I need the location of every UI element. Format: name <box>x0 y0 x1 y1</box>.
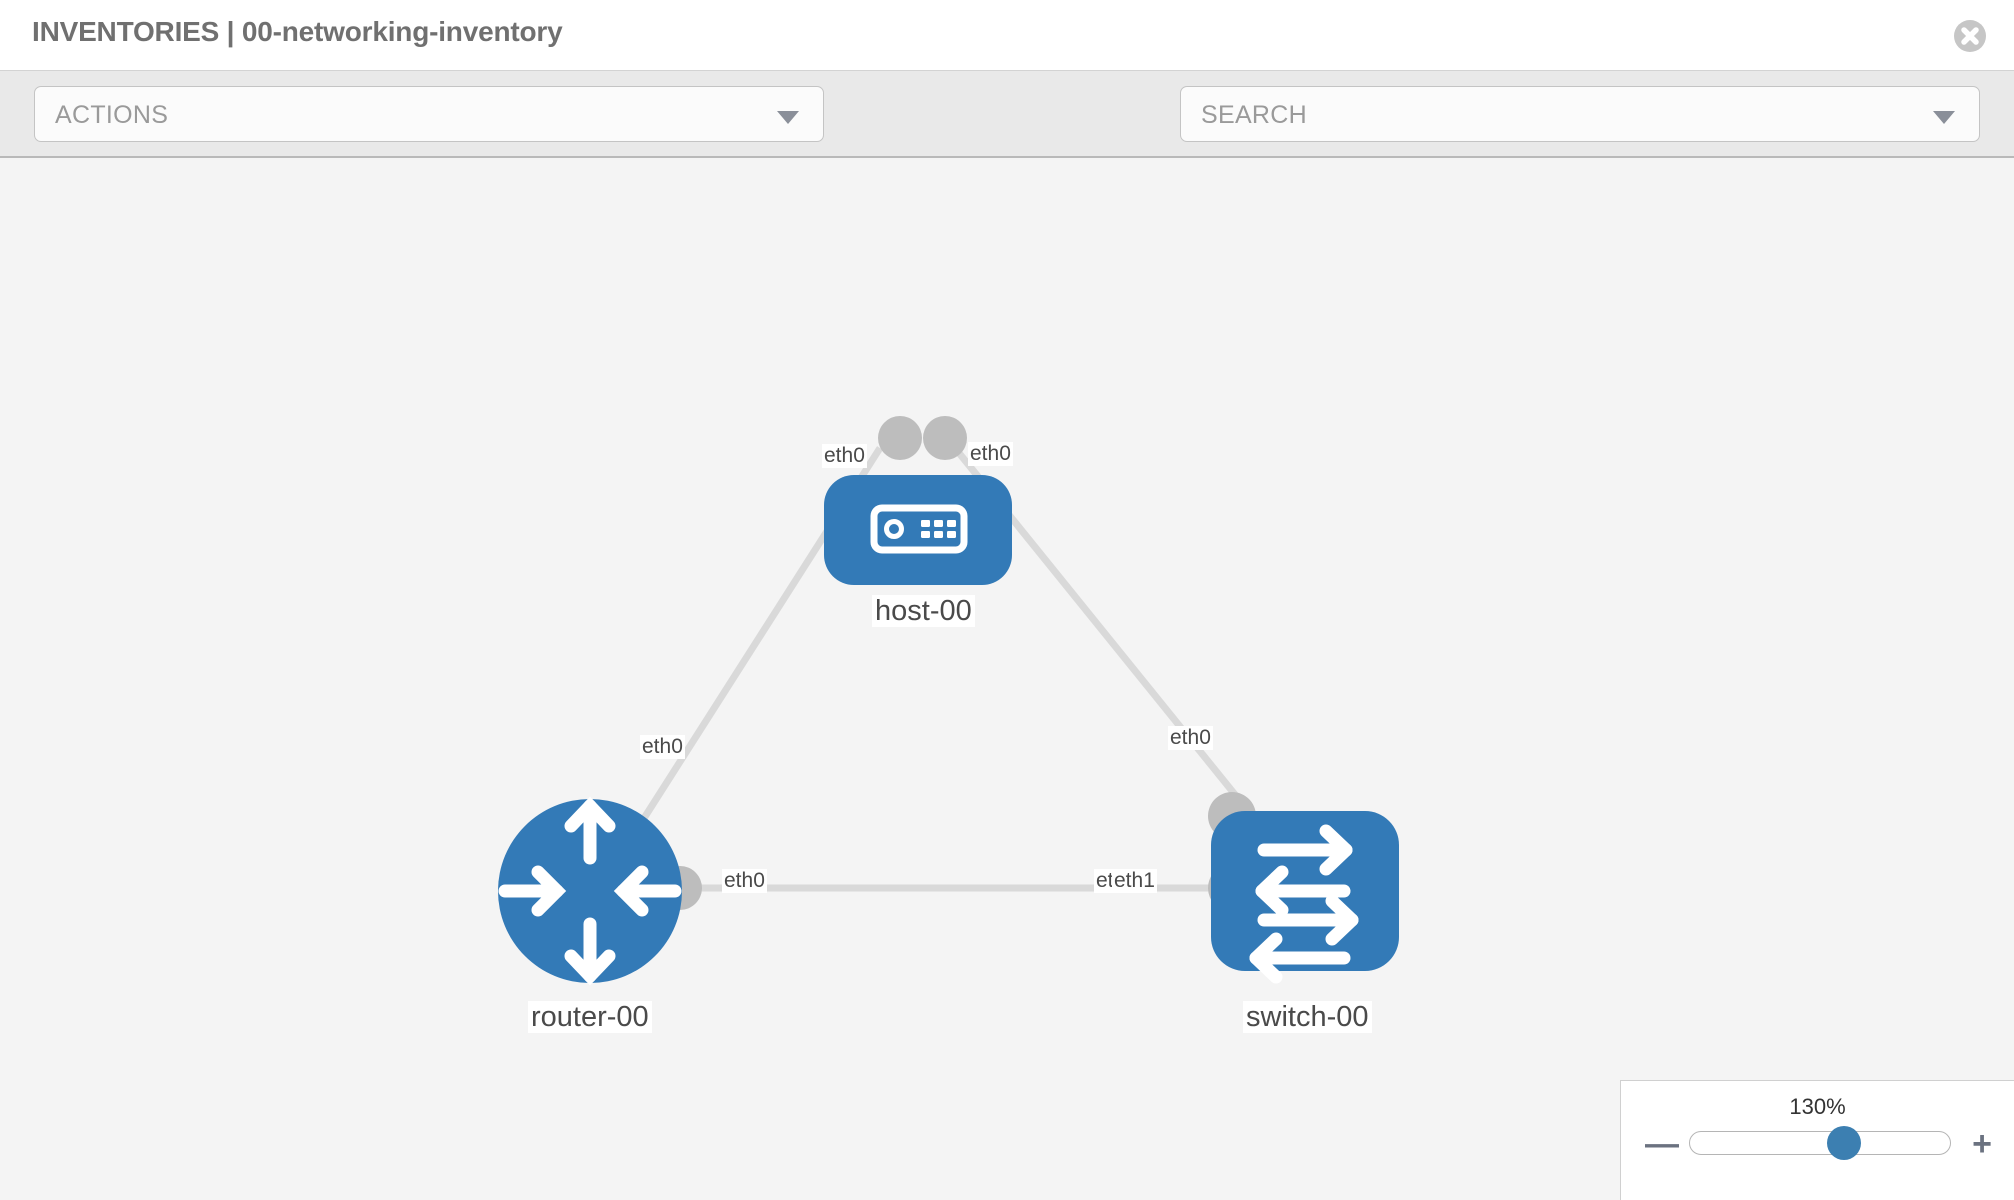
interface-label-host-eth0-right: eth0 <box>968 442 1013 467</box>
server-appliance-icon <box>870 504 968 554</box>
page-header: INVENTORIES | 00-networking-inventory <box>0 0 2014 70</box>
chevron-down-icon[interactable] <box>1933 111 1955 124</box>
topology-canvas[interactable]: eth0 eth0 eth0 eth0 eth0 eth0 eth1 host-… <box>0 158 2014 1200</box>
router-arrows-icon <box>498 796 682 986</box>
zoom-slider-thumb[interactable] <box>1826 1126 1861 1160</box>
node-label-switch-00: switch-00 <box>1243 1001 1372 1034</box>
zoom-control: 130% — + <box>1620 1080 2014 1200</box>
interface-label-switch-eth0-uplink: eth0 <box>1168 726 1213 751</box>
plus-icon[interactable]: + <box>1972 1125 1992 1163</box>
page-title: INVENTORIES | 00-networking-inventory <box>32 16 563 47</box>
toolbar: ACTIONS SEARCH <box>0 70 2014 198</box>
actions-dropdown[interactable]: ACTIONS <box>34 86 824 142</box>
actions-dropdown-label: ACTIONS <box>55 101 169 129</box>
search-input[interactable]: SEARCH <box>1180 86 1980 142</box>
chevron-down-icon <box>777 111 799 124</box>
minus-icon[interactable]: — <box>1645 1125 1679 1163</box>
node-switch-00[interactable] <box>1211 811 1399 984</box>
nub-host-left <box>878 416 922 460</box>
node-label-host-00: host-00 <box>872 595 975 628</box>
node-host-00[interactable] <box>824 475 1012 585</box>
topology-graph[interactable] <box>0 158 2014 1200</box>
interface-label-switch-eth1: eth1 <box>1112 869 1157 894</box>
node-label-router-00: router-00 <box>528 1001 652 1034</box>
zoom-slider-track[interactable] <box>1689 1126 1951 1160</box>
interface-label-router-eth0: eth0 <box>722 869 767 894</box>
node-router-00[interactable] <box>498 796 682 986</box>
close-icon[interactable] <box>1954 20 1986 52</box>
zoom-level-label: 130% <box>1789 1094 1846 1119</box>
interface-label-router-eth0-uplink: eth0 <box>640 735 685 760</box>
search-placeholder-label: SEARCH <box>1201 101 1307 129</box>
nub-host-right <box>923 416 967 460</box>
switch-arrows-icon <box>1249 824 1359 984</box>
interface-label-host-eth0-left: eth0 <box>822 444 867 469</box>
